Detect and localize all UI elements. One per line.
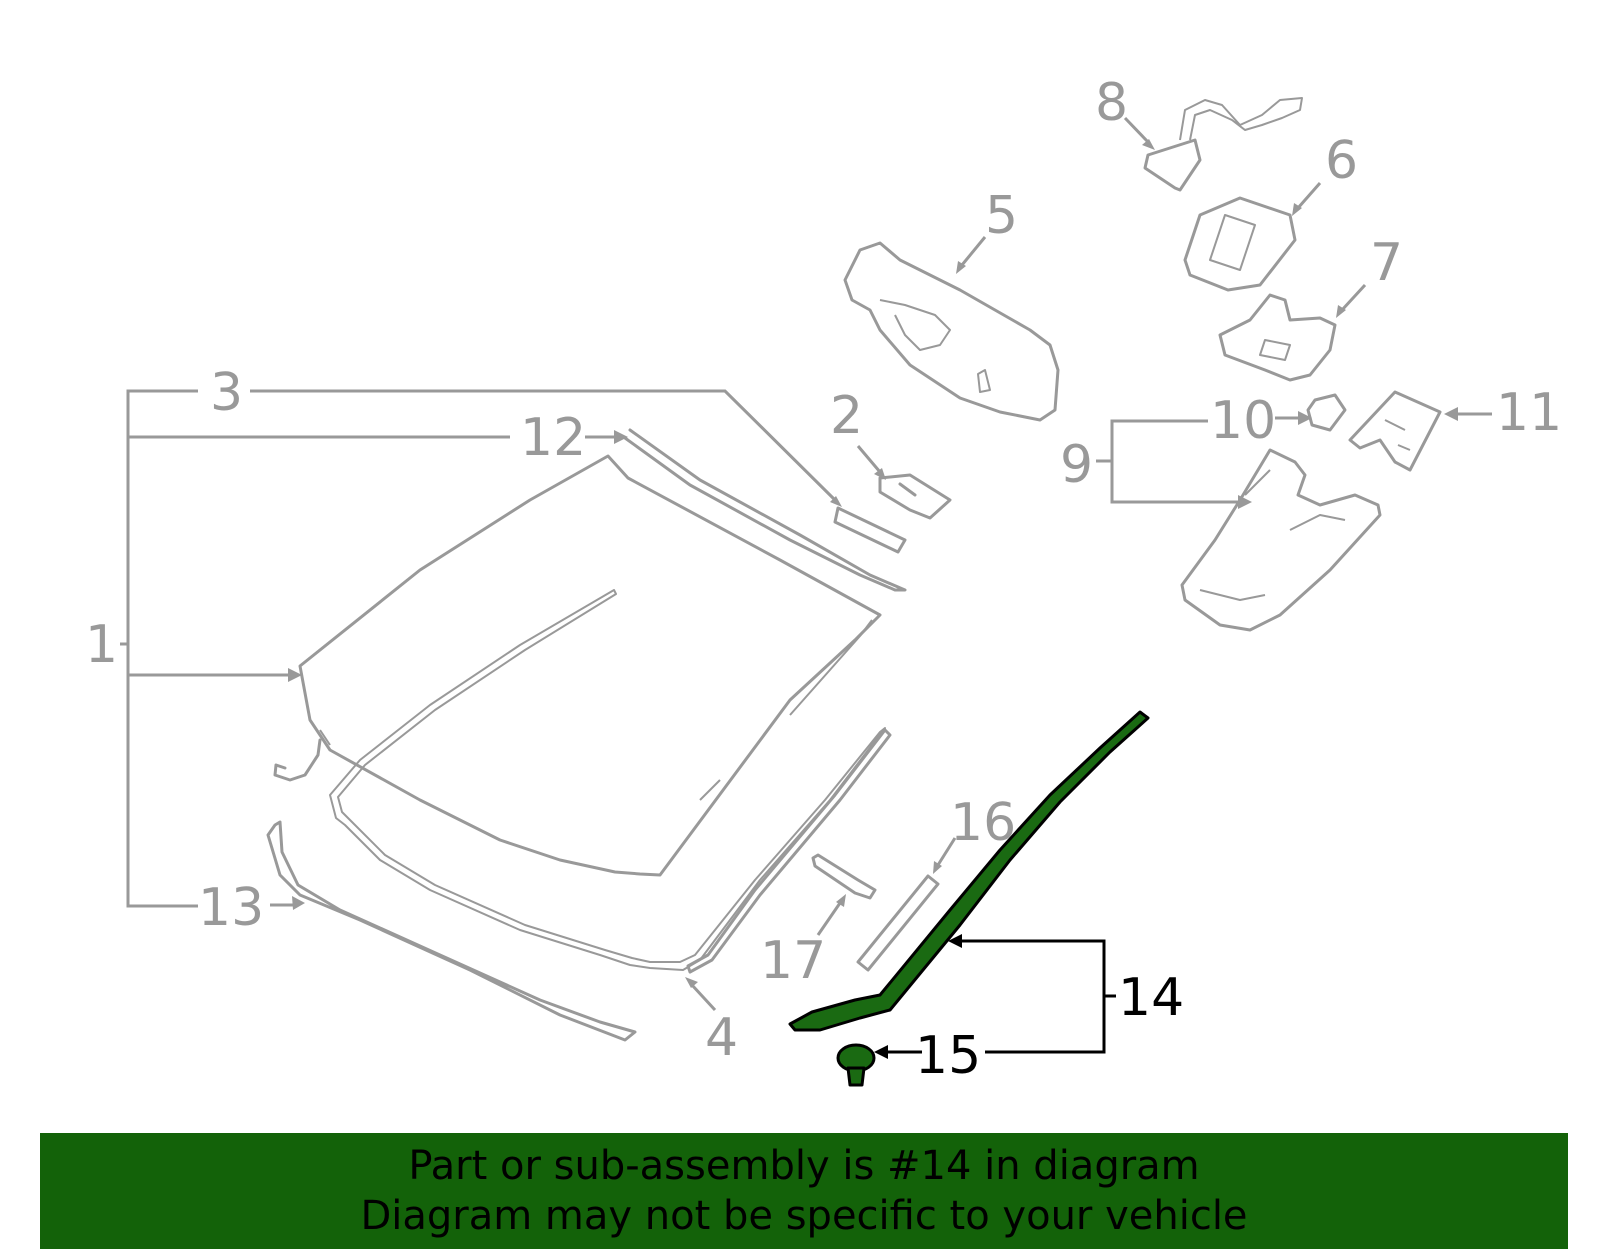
callout-10: 10 [1210,391,1276,451]
arrow-10 [1298,411,1312,425]
sensor-bracket [878,473,952,520]
arrow-4 [685,977,698,988]
leader-7 [1340,283,1367,312]
callout-9: 9 [1060,435,1093,495]
callout-4: 4 [705,1008,738,1068]
bracket-14 [960,939,1116,1054]
callout-6: 6 [1325,131,1358,191]
top-molding [623,428,907,592]
leader-4 [690,983,717,1012]
arrow-6 [1292,203,1302,216]
callout-7: 7 [1370,233,1403,293]
retainer-pin [811,853,877,900]
clip-highlighted[interactable] [836,1043,876,1087]
arrow-8 [1142,139,1155,150]
leader-6 [1296,182,1322,209]
callout-3: 3 [210,363,243,423]
part-info-banner: Part or sub-assembly is #14 in diagram D… [40,1133,1568,1249]
rain-sensor-cover [1143,97,1303,192]
leader-17 [816,902,842,936]
arrow-7 [1336,305,1346,318]
leader-16 [936,837,957,866]
sensor-pad [833,506,907,554]
leader-5 [960,236,987,266]
arrow-5 [956,261,966,274]
lower-molding [266,820,637,1042]
arrow-3 [830,496,842,507]
camera-housing [1180,448,1382,632]
arrow-11 [1444,407,1458,421]
windshield-connector [273,738,322,782]
banner-line-part: Part or sub-assembly is #14 in diagram [408,1143,1200,1189]
inner-seal [329,589,886,971]
sensor-housing [1183,196,1297,292]
callout-13: 13 [198,878,264,938]
callout-17: 17 [760,931,826,991]
callout-8: 8 [1095,73,1128,133]
arrow-14 [948,934,962,948]
bracket-1 [120,389,510,908]
callout-5: 5 [985,186,1018,246]
arrow-17 [836,894,846,907]
callout-1: 1 [85,615,118,675]
arrow-2 [874,468,886,480]
callout-14: 14 [1118,968,1184,1028]
leader-3 [250,389,837,502]
side-molding [686,728,892,974]
arrow-15 [874,1045,888,1059]
leader-8 [1123,116,1150,144]
callout-12: 12 [520,408,586,468]
arrow-12 [614,430,628,444]
callout-11: 11 [1496,383,1562,443]
leader-2 [856,445,882,473]
sensor-mount-bracket [1218,293,1337,382]
pillar-molding-highlighted[interactable] [788,710,1150,1032]
camera-bracket [1348,390,1442,472]
pillar-strip [856,874,940,972]
arrow-16 [933,861,942,874]
arrow-13 [292,896,305,910]
callout-16: 16 [950,793,1016,853]
callout-15: 15 [915,1026,981,1086]
bracket-9 [1096,419,1240,504]
arrow-9 [1238,495,1252,509]
windshield-glass [298,454,882,877]
callout-2: 2 [830,386,863,446]
rear-view-mirror [843,241,1060,422]
banner-line-disclaimer: Diagram may not be specific to your vehi… [360,1193,1248,1239]
arrow-1 [288,668,302,682]
camera-clip [1306,393,1347,432]
